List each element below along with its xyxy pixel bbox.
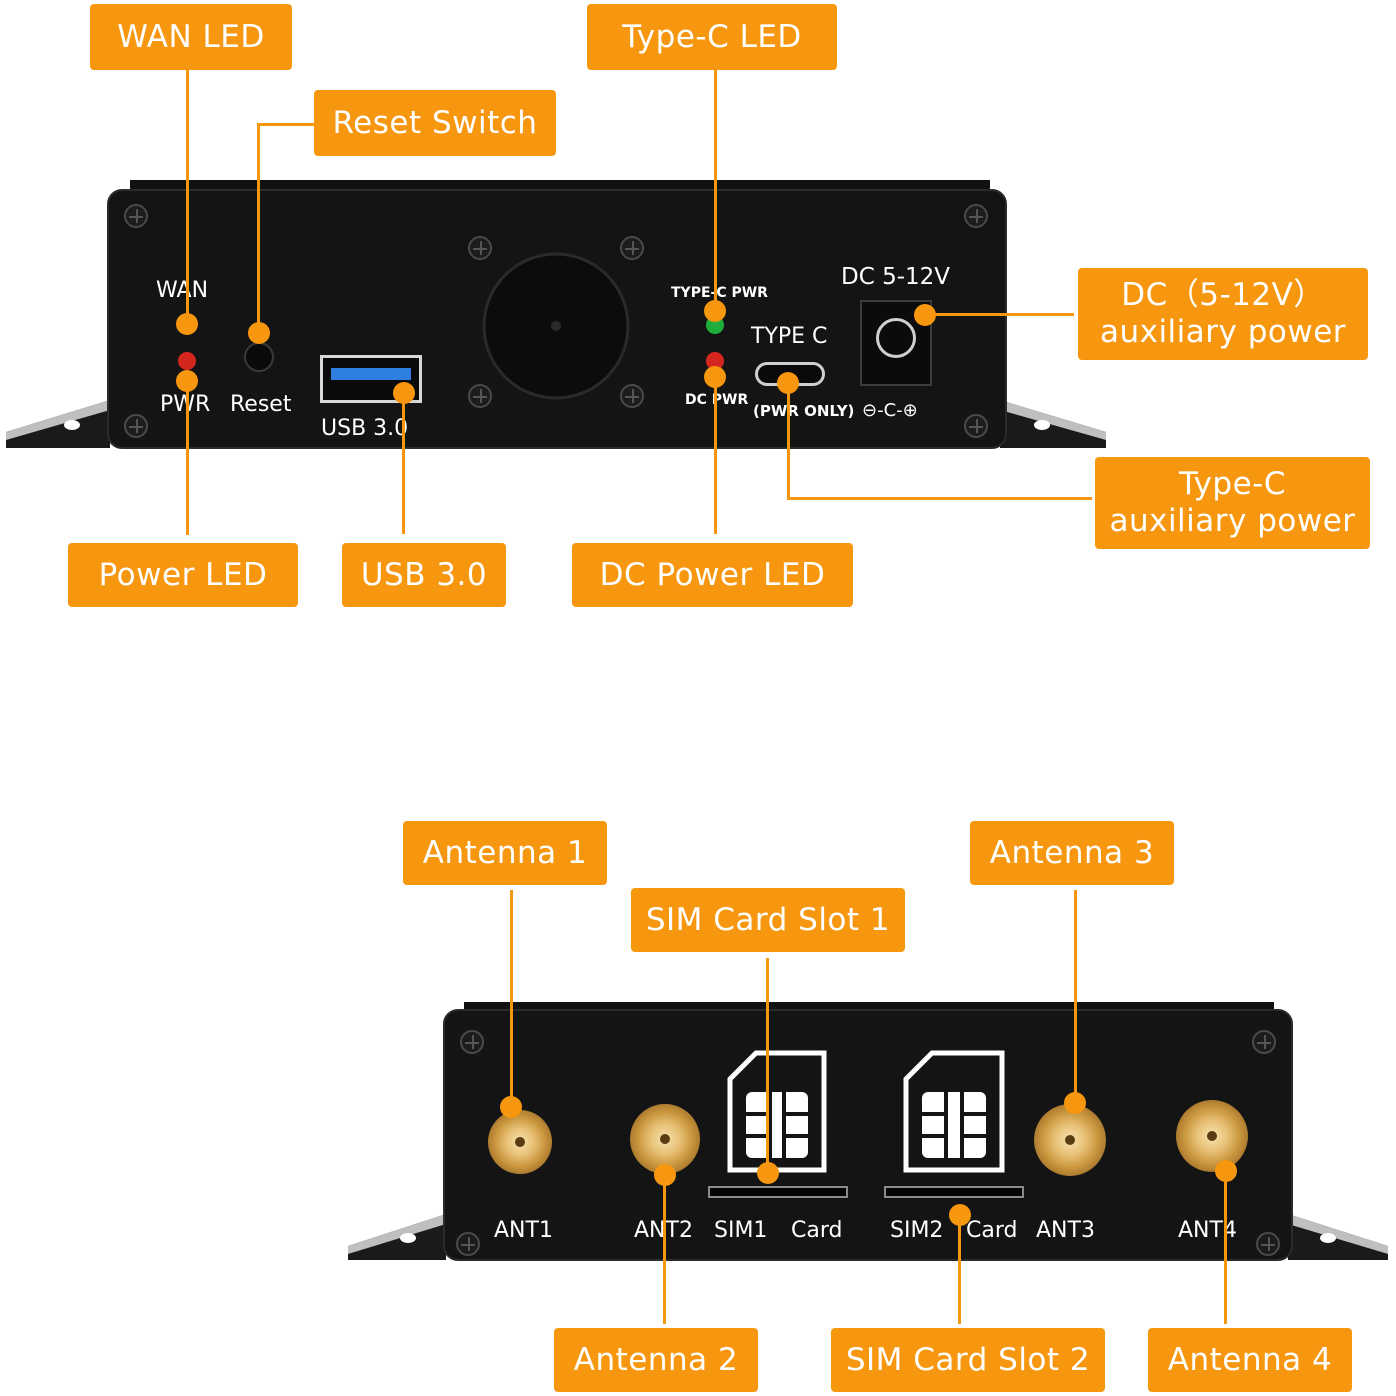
callout-typec-aux-line2: auxiliary power bbox=[1109, 503, 1356, 539]
callout-sim-slot1: SIM Card Slot 1 bbox=[631, 888, 905, 952]
pwr-label: PWR bbox=[160, 392, 210, 417]
typec-pwr-label: TYPE-C PWR bbox=[671, 285, 768, 301]
dc-pwr-led bbox=[706, 352, 724, 370]
card1-label: Card bbox=[791, 1218, 843, 1243]
dc-range-label: DC 5-12V bbox=[841, 264, 951, 290]
callout-antenna1: Antenna 1 bbox=[403, 821, 607, 885]
screw bbox=[456, 1232, 480, 1256]
ant2-connector bbox=[630, 1104, 700, 1174]
callout-dc-aux-line1: DC（5-12V） bbox=[1121, 277, 1325, 313]
ant3-label: ANT3 bbox=[1036, 1218, 1095, 1243]
sim2-icon bbox=[903, 1050, 1005, 1173]
sim1-slot bbox=[708, 1186, 848, 1198]
leader-dot bbox=[393, 382, 415, 404]
leader-line bbox=[186, 68, 189, 318]
leader-line bbox=[402, 392, 405, 534]
callout-antenna3: Antenna 3 bbox=[970, 821, 1174, 885]
leader-dot bbox=[914, 304, 936, 326]
callout-power-led: Power LED bbox=[68, 543, 298, 607]
reset-label: Reset bbox=[230, 392, 292, 417]
leader-line bbox=[766, 958, 769, 1172]
screw bbox=[1256, 1232, 1280, 1256]
leader-dot bbox=[654, 1164, 676, 1186]
leader-dot bbox=[248, 322, 270, 344]
leader-line bbox=[924, 313, 1074, 316]
callout-typec-led: Type-C LED bbox=[587, 4, 837, 70]
leader-dot bbox=[949, 1204, 971, 1226]
ant4-connector bbox=[1176, 1100, 1248, 1172]
sim1-label: SIM1 bbox=[714, 1218, 768, 1243]
screw bbox=[124, 414, 148, 438]
leader-line bbox=[510, 890, 513, 1108]
callout-sim-slot2: SIM Card Slot 2 bbox=[831, 1328, 1105, 1392]
leader-line bbox=[714, 378, 717, 534]
leader-dot bbox=[176, 370, 198, 392]
callout-wan-led: WAN LED bbox=[90, 4, 292, 70]
usb-port bbox=[320, 355, 422, 403]
leader-line bbox=[186, 380, 189, 535]
leader-line bbox=[1074, 890, 1077, 1104]
leader-line bbox=[787, 497, 1092, 500]
leader-line bbox=[663, 1176, 666, 1324]
screw bbox=[460, 1030, 484, 1054]
callout-antenna2: Antenna 2 bbox=[554, 1328, 758, 1392]
callout-dc-power-led: DC Power LED bbox=[572, 543, 853, 607]
leader-dot bbox=[704, 300, 726, 322]
polarity-label: ⊖-C-⊕ bbox=[862, 400, 918, 421]
callout-dc-aux-line2: auxiliary power bbox=[1099, 314, 1347, 350]
screw bbox=[964, 414, 988, 438]
ant4-label: ANT4 bbox=[1178, 1218, 1237, 1243]
screw bbox=[124, 204, 148, 228]
leader-line bbox=[787, 378, 790, 500]
leader-dot bbox=[176, 313, 198, 335]
screw bbox=[620, 384, 644, 408]
ant1-label: ANT1 bbox=[494, 1218, 553, 1243]
rear-chassis bbox=[348, 1002, 1388, 1261]
callout-usb30: USB 3.0 bbox=[342, 543, 506, 607]
callout-dc-aux-power: DC（5-12V） auxiliary power bbox=[1078, 268, 1368, 360]
leader-dot bbox=[500, 1096, 522, 1118]
pwr-only-label: (PWR ONLY) bbox=[753, 402, 855, 420]
ant3-connector bbox=[1034, 1104, 1106, 1176]
leader-line bbox=[257, 123, 315, 126]
sim2-slot bbox=[884, 1186, 1024, 1198]
pwr-led bbox=[178, 352, 196, 370]
screw bbox=[1252, 1030, 1276, 1054]
sim1-icon bbox=[727, 1050, 827, 1173]
screw bbox=[964, 204, 988, 228]
wan-label: WAN bbox=[156, 278, 209, 303]
screw bbox=[468, 236, 492, 260]
callout-reset-switch: Reset Switch bbox=[314, 90, 556, 156]
sim2-label: SIM2 bbox=[890, 1218, 944, 1243]
ant1-connector bbox=[488, 1110, 552, 1174]
callout-antenna4: Antenna 4 bbox=[1148, 1328, 1352, 1392]
leader-dot bbox=[704, 366, 726, 388]
card2-label: Card bbox=[966, 1218, 1018, 1243]
screw bbox=[468, 384, 492, 408]
leader-line bbox=[714, 68, 717, 316]
callout-typec-aux-power: Type-C auxiliary power bbox=[1095, 457, 1370, 549]
reset-button bbox=[244, 342, 274, 372]
screw bbox=[620, 236, 644, 260]
leader-dot bbox=[777, 372, 799, 394]
leader-line bbox=[1224, 1172, 1227, 1324]
leader-line bbox=[958, 1212, 961, 1324]
typec-label: TYPE C bbox=[751, 324, 828, 349]
usb-label: USB 3.0 bbox=[321, 416, 409, 441]
leader-dot bbox=[1215, 1160, 1237, 1182]
leader-line bbox=[257, 123, 260, 333]
leader-dot bbox=[1064, 1092, 1086, 1114]
leader-dot bbox=[757, 1162, 779, 1184]
callout-typec-aux-line1: Type-C bbox=[1178, 466, 1287, 502]
